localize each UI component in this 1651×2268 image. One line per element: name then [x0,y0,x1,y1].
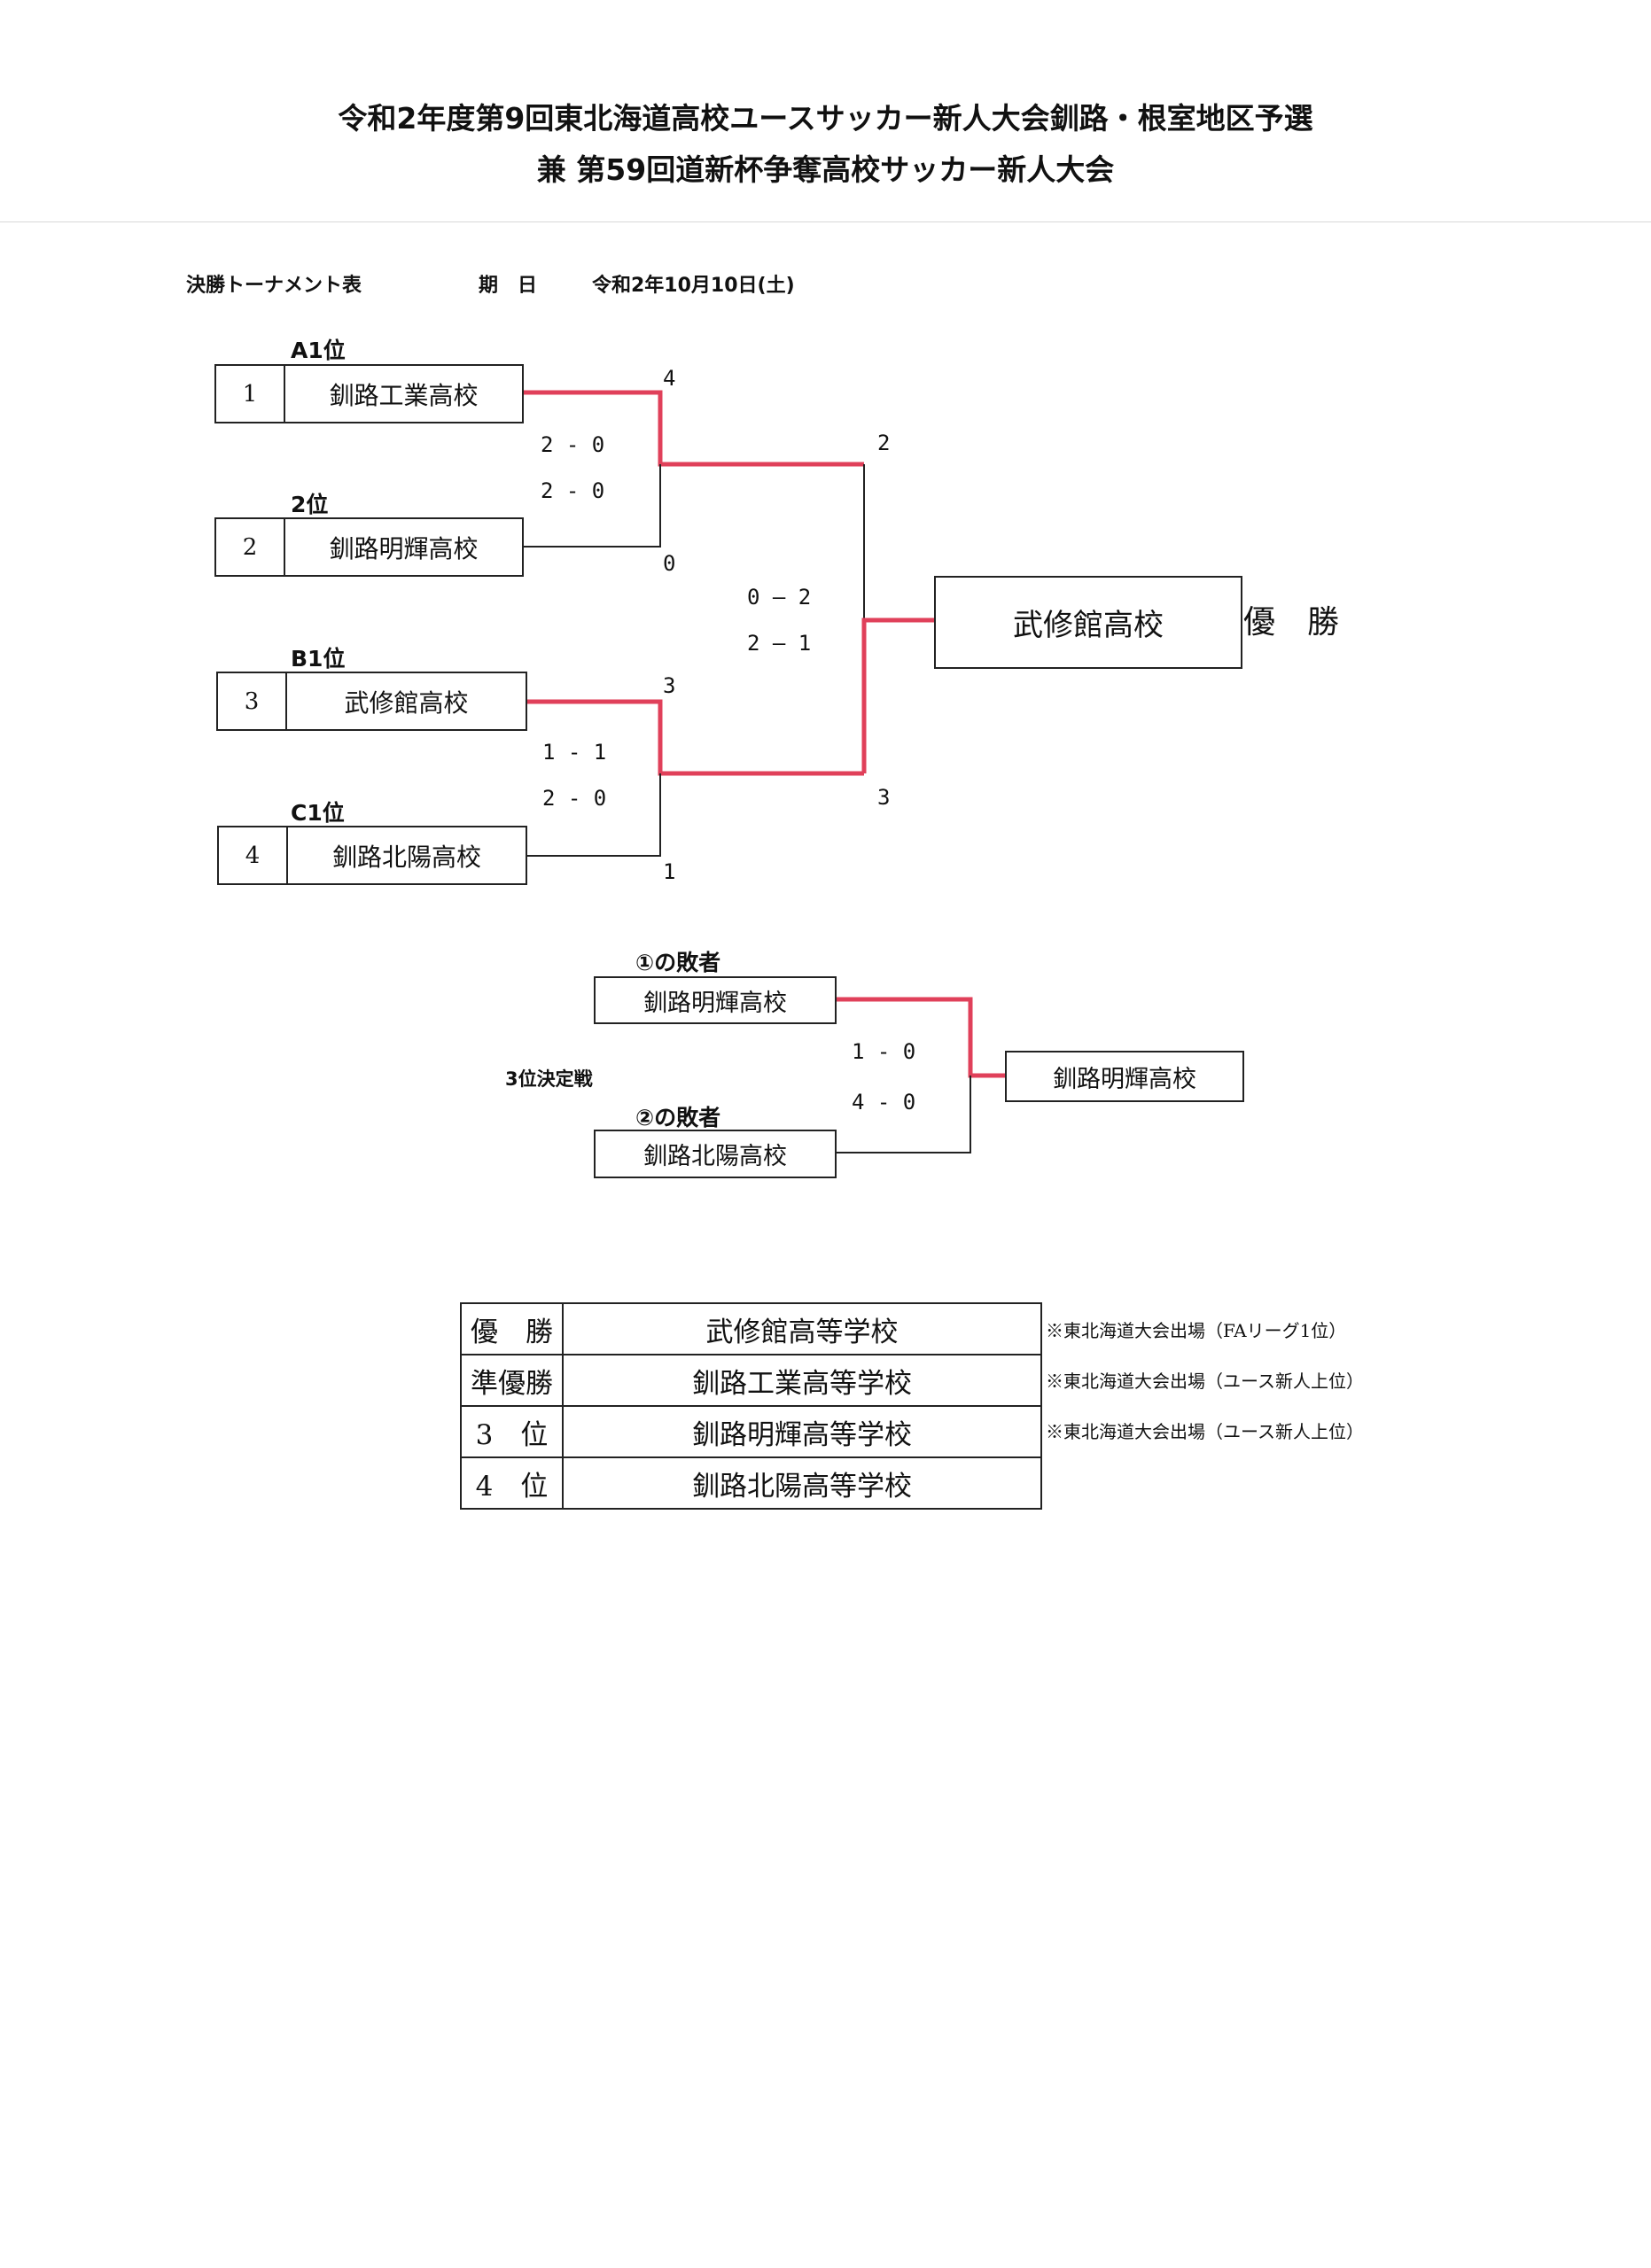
seed-label-2: 2位 [291,492,329,517]
third-top-seed: ①の敗者 [635,950,721,975]
seed-label-3: B1位 [291,646,346,672]
table-row: 3 位 釧路明輝高等学校 [460,1405,1042,1458]
final-bottom-score: 3 [877,785,891,810]
third-half2: 4 - 0 [852,1090,916,1115]
page-title: 令和2年度第9回東北海道高校ユースサッカー新人大会釧路・根室地区予選 [338,101,1313,136]
third-place-label: 3位決定戦 [505,1068,593,1090]
match1-half2: 2 - 0 [541,478,605,503]
result-note-3: ※東北海道大会出場（ユース新人上位） [1046,1421,1364,1442]
match2-half2: 2 - 0 [542,786,607,811]
team-number: 2 [216,519,285,575]
third-bottom-seed: ②の敗者 [635,1105,721,1130]
line-third-top [835,997,1005,1078]
team-name: 釧路工業高校 [329,380,479,410]
date-value: 令和2年10月10日(土) [592,275,795,297]
team-name: 釧路北陽高校 [331,842,481,872]
result-school: 武修館高等学校 [562,1302,1042,1355]
bracket-table-name: 決勝トーナメント表 [186,275,362,297]
team-score-2: 0 [663,551,676,576]
team-number: 1 [216,366,285,422]
line-team4 [526,773,661,857]
team-box-4: 4 釧路北陽高校 [217,826,527,885]
champion-label: 優 勝 [1243,604,1340,641]
team-box-3: 3 武修館高校 [216,672,527,731]
result-rank: 4 位 [460,1456,564,1510]
seed-label-4: C1位 [291,800,345,826]
divider [0,221,1651,222]
result-rank: 準優勝 [460,1354,564,1407]
table-row: 4 位 釧路北陽高等学校 [460,1456,1042,1510]
result-school: 釧路北陽高等学校 [562,1456,1042,1510]
table-row: 優 勝 武修館高等学校 [460,1302,1042,1355]
team-number: 3 [218,673,287,729]
date-label: 期 日 [479,275,538,297]
team-number: 4 [219,827,288,883]
line-third-bottom [835,1076,971,1153]
champion-box: 武修館高校 [934,576,1242,669]
team-name: 武修館高校 [344,687,469,718]
result-school: 釧路工業高等学校 [562,1354,1042,1407]
result-rank: 優 勝 [460,1302,564,1355]
results-table: 優 勝 武修館高等学校 準優勝 釧路工業高等学校 3 位 釧路明輝高等学校 4 … [460,1302,1042,1510]
team-name: 釧路明輝高校 [329,533,479,563]
match1-half1: 2 - 0 [541,432,605,457]
result-note-1: ※東北海道大会出場（FAリーグ1位） [1046,1320,1347,1341]
team-score-3: 3 [663,673,676,698]
final-half2: 2 — 1 [747,631,812,656]
third-half1: 1 - 0 [852,1039,916,1064]
table-row: 準優勝 釧路工業高等学校 [460,1354,1042,1407]
third-top-team: 釧路明輝高校 [594,976,837,1024]
match2-half1: 1 - 1 [542,740,607,765]
result-note-2: ※東北海道大会出場（ユース新人上位） [1046,1371,1364,1392]
team-box-2: 2 釧路明輝高校 [214,517,524,577]
line-final-bottom [861,617,934,773]
final-half1: 0 — 2 [747,585,812,610]
third-bottom-team: 釧路北陽高校 [594,1130,837,1178]
line-team2 [522,464,661,548]
page-subtitle: 兼 第59回道新杯争奪高校サッカー新人大会 [536,152,1115,187]
result-rank: 3 位 [460,1405,564,1458]
line-team1 [522,390,864,467]
final-top-score: 2 [877,431,891,455]
team-score-1: 4 [663,366,676,391]
team-score-4: 1 [663,859,676,884]
team-box-1: 1 釧路工業高校 [214,364,524,423]
result-school: 釧路明輝高等学校 [562,1405,1042,1458]
seed-label-1: A1位 [291,338,346,363]
third-winner-box: 釧路明輝高校 [1005,1051,1244,1102]
line-team3 [526,699,864,776]
